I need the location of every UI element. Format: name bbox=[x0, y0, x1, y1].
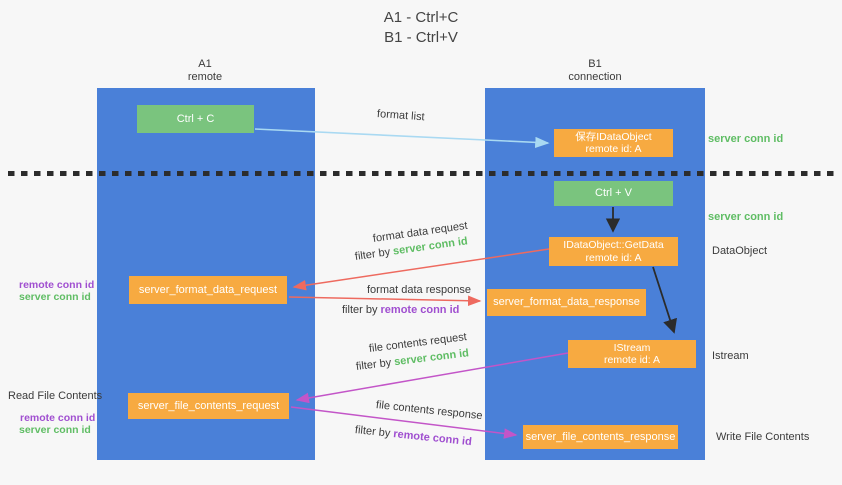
title-line-2: B1 - Ctrl+V bbox=[384, 29, 458, 46]
remote-conn-id-text: remote conn id bbox=[392, 428, 473, 449]
column-a1-name: A1 bbox=[198, 58, 212, 70]
read-file-contents-annotation: Read File Contents bbox=[8, 390, 103, 402]
column-header-a1: A1 remote bbox=[155, 58, 255, 84]
filter-by-text: filter by bbox=[342, 304, 381, 316]
save-idataobject-line2: remote id: A bbox=[585, 143, 642, 155]
getdata-line2: remote id: A bbox=[585, 251, 642, 264]
machine-boundary-dashed-line bbox=[8, 171, 836, 176]
ctrl-v-label: Ctrl + V bbox=[595, 187, 632, 199]
idataobject-getdata-node: IDataObject::GetData remote id: A bbox=[549, 237, 678, 266]
format-list-label: format list bbox=[376, 108, 425, 124]
save-idataobject-node: 保存IDataObject remote id: A bbox=[554, 129, 673, 157]
ctrl-c-label: Ctrl + C bbox=[176, 112, 215, 125]
column-b1-name: B1 bbox=[588, 58, 602, 70]
remote-conn-id-text: remote conn id bbox=[380, 304, 460, 316]
filter-by-remote-conn-id-label-1: filter by remote conn id bbox=[342, 304, 459, 316]
file-request-label: server_file_contents_request bbox=[137, 399, 280, 412]
filter-by-text: filter by bbox=[354, 245, 394, 263]
title-line-1: A1 - Ctrl+C bbox=[383, 9, 459, 26]
server-format-data-request-node: server_format_data_request bbox=[129, 276, 287, 304]
remote-conn-id-annotation-file: remote conn id bbox=[20, 412, 96, 424]
format-request-label: server_format_data_request bbox=[138, 283, 278, 296]
column-header-b1: B1 connection bbox=[545, 58, 645, 84]
server-file-contents-request-node: server_file_contents_request bbox=[128, 393, 289, 419]
istream-line1: IStream bbox=[613, 341, 651, 354]
column-a1-subtitle: remote bbox=[187, 71, 223, 83]
getdata-line1: IDataObject::GetData bbox=[563, 239, 664, 251]
file-contents-response-label: file contents response bbox=[375, 399, 484, 423]
save-idataobject-line1: 保存IDataObject bbox=[575, 130, 652, 143]
server-format-data-response-node: server_format_data_response bbox=[487, 289, 646, 316]
arrow-format-data-response bbox=[288, 295, 482, 306]
server-conn-id-annotation-top: server conn id bbox=[708, 133, 784, 145]
file-response-label: server_file_contents_response bbox=[525, 430, 676, 443]
column-b1-subtitle: connection bbox=[568, 71, 622, 83]
ctrl-v-node: Ctrl + V bbox=[554, 181, 673, 206]
dataobject-annotation: DataObject bbox=[712, 245, 768, 257]
filter-by-remote-conn-id-label-2: filter by remote conn id bbox=[354, 424, 472, 448]
write-file-contents-annotation: Write File Contents bbox=[716, 431, 810, 443]
ctrl-c-node: Ctrl + C bbox=[137, 105, 254, 133]
filter-by-text: filter by bbox=[354, 424, 394, 440]
istream-annotation: Istream bbox=[712, 350, 749, 362]
server-file-contents-response-node: server_file_contents_response bbox=[523, 425, 678, 449]
server-conn-id-annotation-mid: server conn id bbox=[708, 211, 784, 223]
format-data-response-label: format data response bbox=[367, 284, 471, 296]
diagram-title: A1 - Ctrl+C B1 - Ctrl+V bbox=[330, 8, 512, 48]
server-conn-id-annotation-file: server conn id bbox=[19, 424, 91, 436]
format-response-label: server_format_data_response bbox=[493, 296, 640, 308]
istream-line2: remote id: A bbox=[603, 354, 661, 366]
istream-node: IStream remote id: A bbox=[568, 340, 696, 368]
remote-conn-id-annotation-format: remote conn id bbox=[19, 279, 95, 291]
filter-by-text: filter by bbox=[355, 356, 395, 373]
server-conn-id-annotation-format: server conn id bbox=[19, 291, 91, 303]
